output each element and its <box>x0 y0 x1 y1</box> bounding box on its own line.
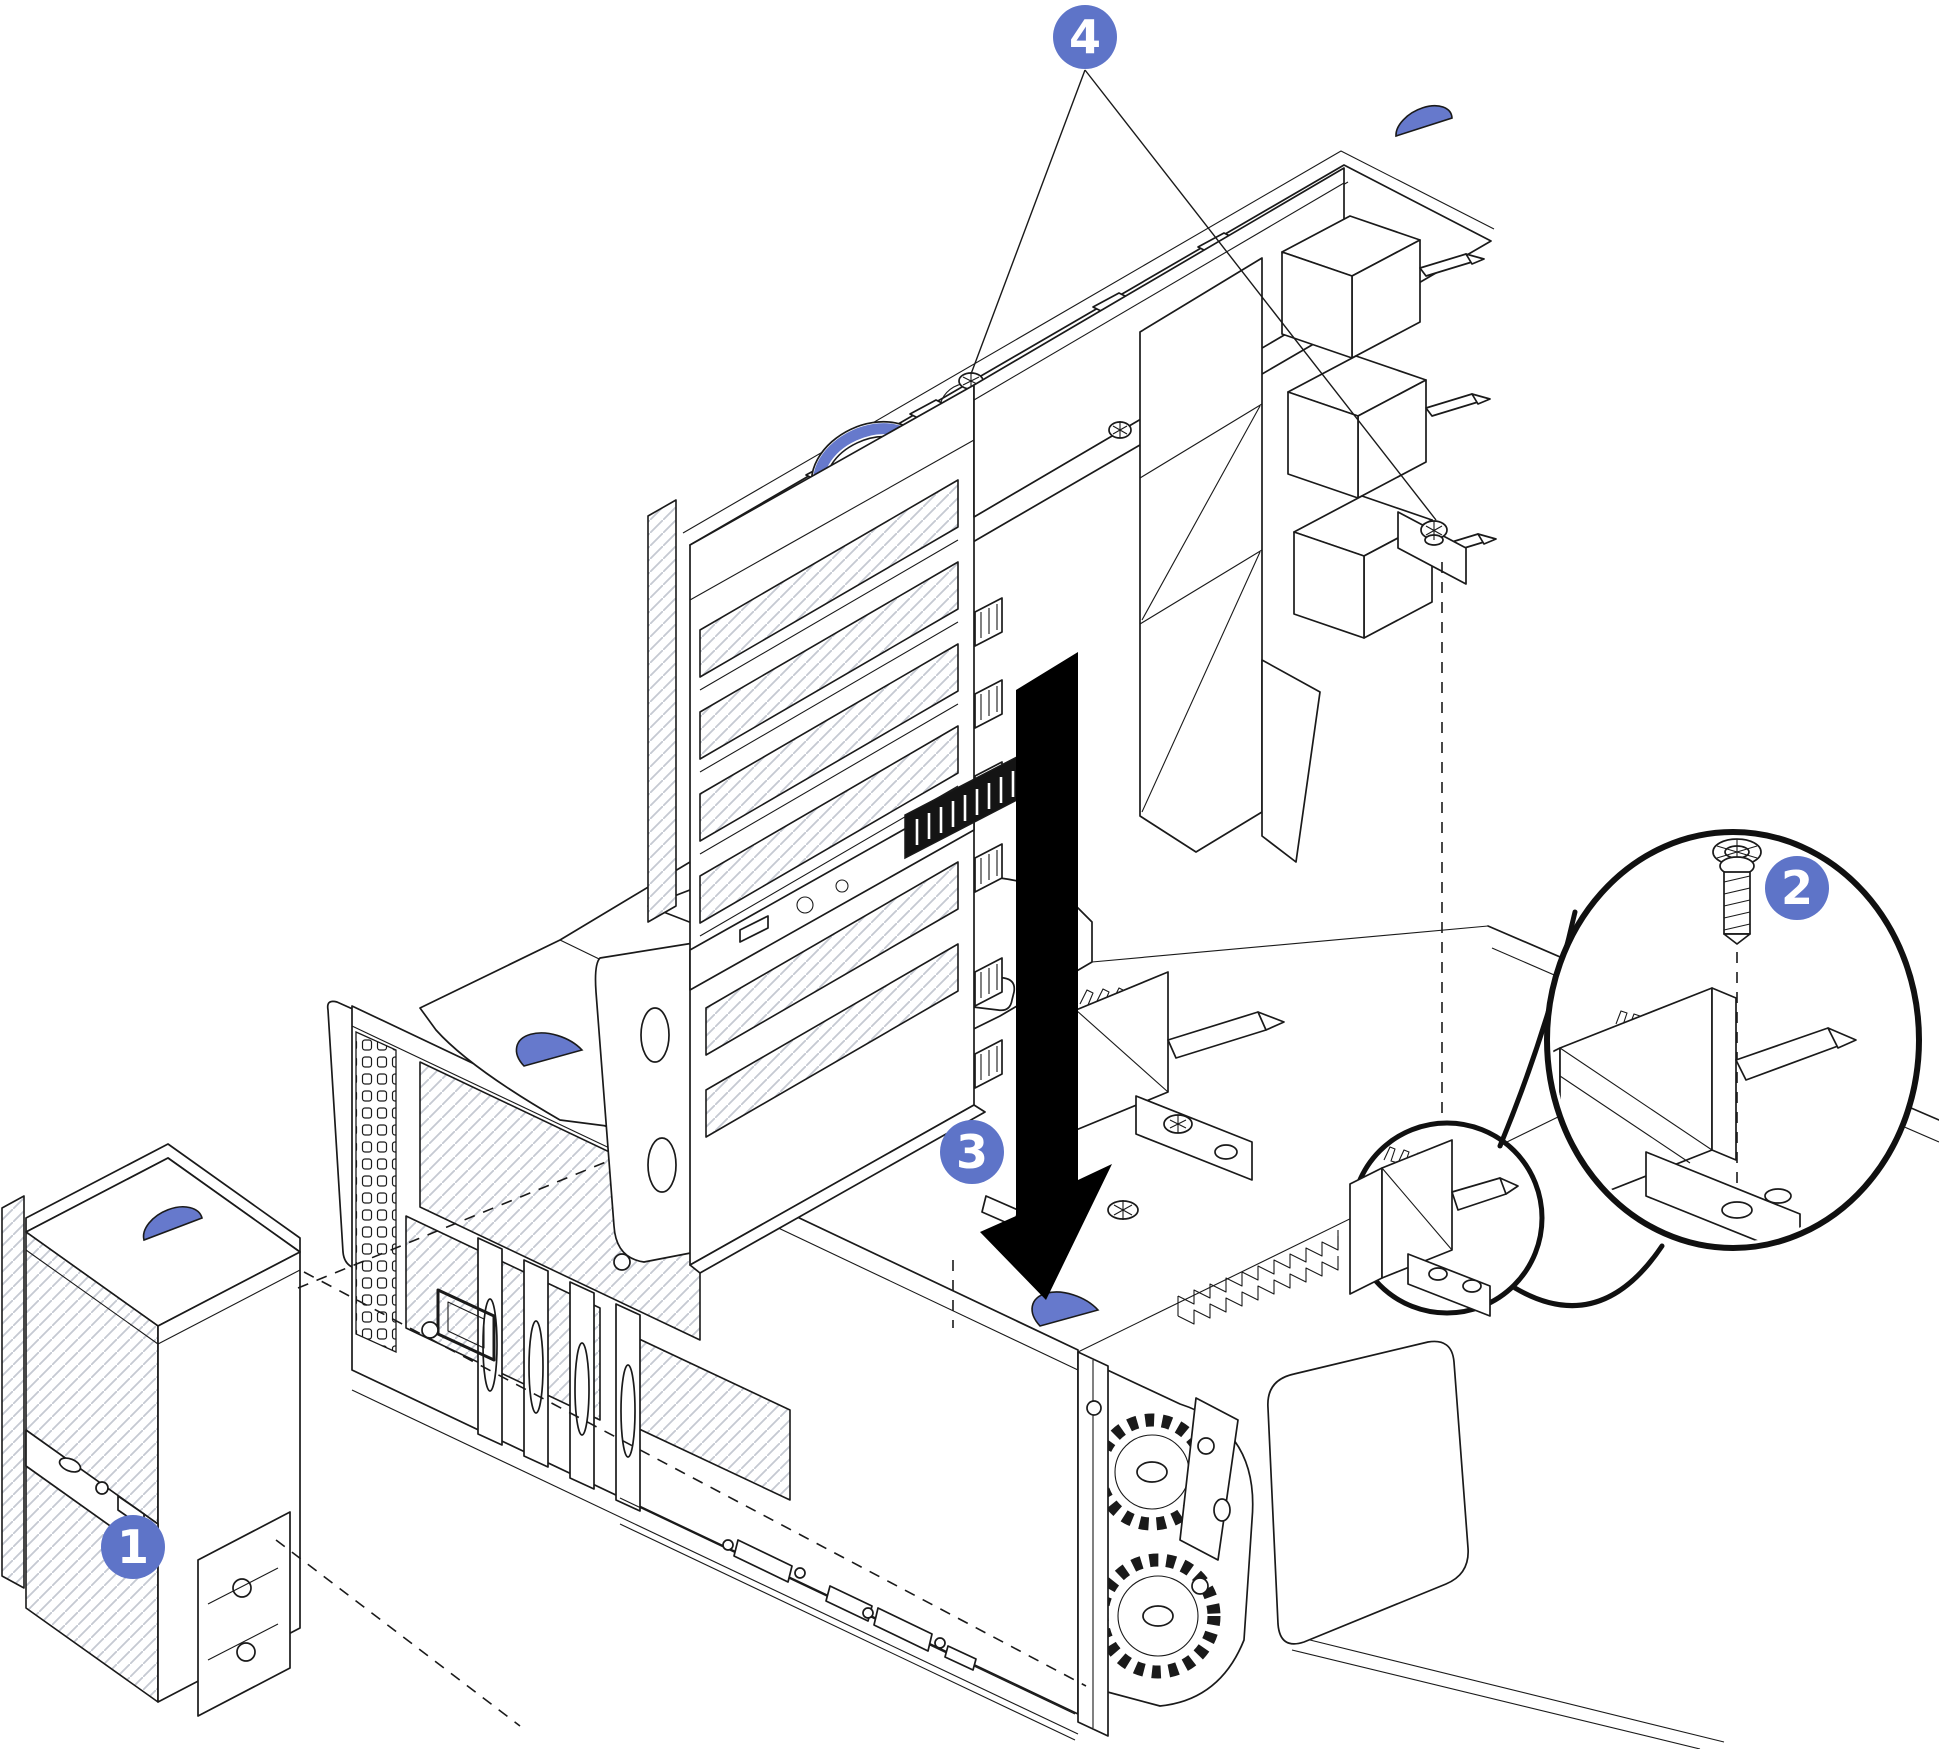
vent-grille <box>355 1030 397 1354</box>
ethernet-port <box>436 1288 496 1362</box>
alignment-dash <box>303 1271 1087 1687</box>
rear-io-ports <box>619 1497 1076 1741</box>
callout-number: 2 <box>1781 861 1813 915</box>
emi-comb <box>1177 1230 1339 1325</box>
callout-number: 3 <box>956 1125 988 1179</box>
riser-gold-connector <box>904 743 1041 860</box>
pcie-riser-cage <box>594 105 1497 1274</box>
callout-number: 1 <box>117 1520 149 1574</box>
vga-port <box>873 1607 933 1652</box>
riser-connector-block <box>1287 355 1491 499</box>
callout-circle <box>1765 856 1829 920</box>
serial-port <box>733 1539 793 1583</box>
board-standoff-screw <box>1107 1200 1139 1220</box>
magnifier-tangent <box>1512 1243 1665 1309</box>
filler-latch <box>197 1511 291 1717</box>
tray-cutout <box>1267 1340 1469 1645</box>
callout-3: 3 <box>940 1120 1004 1184</box>
wall-screw <box>613 1253 631 1271</box>
riser-right-column <box>1139 215 1497 863</box>
detail-magnifier-view <box>1544 829 1922 1251</box>
captive-screw-icon <box>1163 1114 1193 1134</box>
callout-leader <box>970 69 1086 375</box>
callout-circle <box>101 1515 165 1579</box>
riser-edge-connectors <box>974 597 1003 1089</box>
callout-2: 2 <box>1765 856 1829 920</box>
guide-pin <box>1167 1011 1267 1059</box>
touch-point-icon <box>515 1032 584 1067</box>
alignment-dash <box>275 1539 521 1727</box>
touch-point-icon <box>142 1206 203 1242</box>
magnified-connector <box>1553 987 1857 1242</box>
usb-port <box>825 1585 873 1622</box>
callout-4: 4 <box>1053 5 1117 69</box>
insertion-arrow-icon <box>980 652 1112 1300</box>
touch-point-icon <box>1395 105 1453 138</box>
bay-opening-hatched-1 <box>419 1061 701 1341</box>
riser-slot-brackets <box>689 384 986 1274</box>
board-connector-2 <box>1349 1139 1519 1317</box>
callout-leader <box>1084 69 1437 521</box>
wall-screw <box>421 1321 439 1339</box>
detail-source-circle <box>1349 1120 1545 1317</box>
callout-number: 4 <box>1069 10 1101 64</box>
beam-screw <box>1108 421 1132 439</box>
screw-icon <box>1712 838 1762 945</box>
pcie-slot-dividers <box>477 1237 641 1512</box>
touch-point-icon <box>1031 1291 1100 1327</box>
callout-circle <box>1053 5 1117 69</box>
column-foot-screw <box>1397 511 1467 585</box>
cam-latch-mechanism <box>1077 1351 1254 1737</box>
slot-filler-panel <box>1 1143 301 1717</box>
alignment-dash <box>297 1147 641 1289</box>
callout-1: 1 <box>101 1515 165 1579</box>
riser-connector-block <box>1281 215 1485 359</box>
callout-circle <box>940 1120 1004 1184</box>
